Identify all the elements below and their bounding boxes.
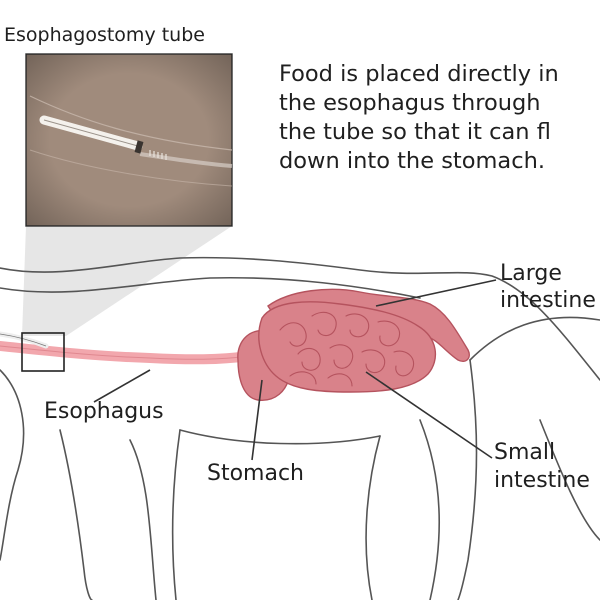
small-intestine-label-line: intestine [494, 468, 590, 493]
stomach-label: Stomach [207, 461, 305, 486]
esophagus [0, 341, 253, 365]
large-intestine-label: Large intestine [500, 260, 596, 314]
small-intestine-label-line: Small [494, 440, 556, 465]
caption-line: the tube so that it can fl [279, 119, 551, 145]
caption-text: Food is placed directly in the esophagus… [279, 60, 559, 176]
leader-lines [93, 279, 497, 461]
caption-line: the esophagus through [279, 90, 541, 116]
small-intestine-label: Small intestine [494, 439, 590, 495]
inset-photo [25, 53, 233, 227]
caption-line: Food is placed directly in [279, 61, 559, 87]
esophagus-label: Esophagus [44, 399, 164, 424]
large-intestine-label-line: intestine [500, 288, 596, 313]
inset-title: Esophagostomy tube [4, 24, 205, 46]
cat-outline [0, 256, 600, 600]
tube-location-box [21, 332, 65, 372]
intestine-coils [279, 311, 414, 387]
large-intestine-label-line: Large [500, 261, 562, 286]
zoom-wedge [22, 226, 232, 336]
caption-line: down into the stomach. [279, 148, 545, 174]
